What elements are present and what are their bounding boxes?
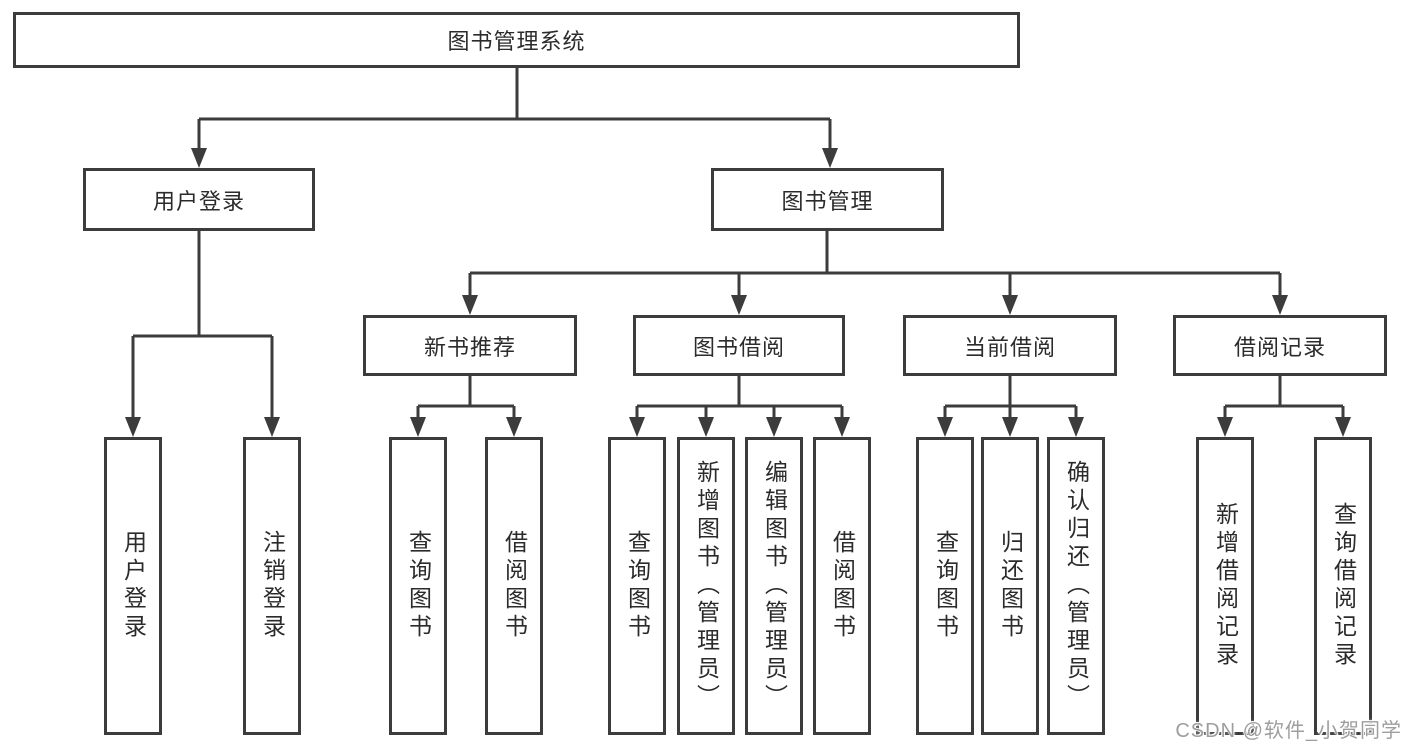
node-root: 图书管理系统 [13, 12, 1020, 68]
leaf-return-books-label: 归还图书 [997, 530, 1024, 642]
node-book-borrowing: 图书借阅 [633, 315, 845, 376]
node-current-borrowing: 当前借阅 [903, 315, 1117, 376]
node-book-borrowing-label: 图书借阅 [692, 334, 785, 360]
edge-book-borrowing-to-leaves [629, 376, 850, 437]
leaf-logout-login: 注销登录 [243, 437, 301, 735]
leaf-confirm-return-admin-label: 确认归还（管理员） [1063, 460, 1090, 712]
leaf-borrow-books-recommend: 借阅图书 [485, 437, 543, 735]
leaf-borrow-books-label: 借阅图书 [829, 530, 856, 642]
edge-current-borrowing-to-leaves [937, 376, 1084, 437]
node-book-management: 图书管理 [711, 168, 944, 231]
edge-borrowing-records-to-leaves [1217, 376, 1351, 437]
node-borrowing-records: 借阅记录 [1173, 315, 1387, 376]
leaf-query-books-recommend: 查询图书 [389, 437, 447, 735]
edge-user-login-to-leaves [125, 231, 280, 437]
node-book-management-label: 图书管理 [781, 188, 874, 214]
edge-new-book-recommendation-to-leaves [410, 376, 522, 437]
csdn-watermark: CSDN @软件_小贺同学 [1175, 720, 1402, 742]
leaf-query-books-recommend-label: 查询图书 [405, 530, 432, 642]
edge-book-management-to-level3 [462, 231, 1288, 315]
leaf-borrow-books: 借阅图书 [813, 437, 871, 735]
leaf-edit-books-admin: 编辑图书（管理员） [745, 437, 803, 735]
leaf-borrow-books-recommend-label: 借阅图书 [501, 530, 528, 642]
leaf-user-login: 用户登录 [104, 437, 162, 735]
leaf-query-books-current-label: 查询图书 [932, 530, 959, 642]
node-new-book-recommendation-label: 新书推荐 [423, 334, 516, 360]
leaf-query-borrow-record: 查询借阅记录 [1314, 437, 1372, 735]
node-new-book-recommendation: 新书推荐 [363, 315, 577, 376]
leaf-confirm-return-admin: 确认归还（管理员） [1047, 437, 1105, 735]
leaf-query-books-borrow: 查询图书 [608, 437, 666, 735]
node-borrowing-records-label: 借阅记录 [1233, 334, 1326, 360]
node-root-label: 图书管理系统 [447, 29, 586, 54]
leaf-query-borrow-record-label: 查询借阅记录 [1330, 502, 1357, 670]
leaf-add-borrow-record-label: 新增借阅记录 [1212, 502, 1239, 670]
leaf-edit-books-admin-label: 编辑图书（管理员） [761, 460, 788, 712]
leaf-add-books-admin: 新增图书（管理员） [677, 437, 735, 735]
leaf-add-books-admin-label: 新增图书（管理员） [693, 460, 720, 712]
leaf-query-books-borrow-label: 查询图书 [624, 530, 651, 642]
leaf-return-books: 归还图书 [981, 437, 1039, 735]
node-user-login-label: 用户登录 [152, 188, 245, 214]
leaf-user-login-label: 用户登录 [120, 530, 147, 642]
leaf-query-books-current: 查询图书 [916, 437, 974, 735]
node-user-login: 用户登录 [83, 168, 315, 231]
leaf-logout-login-label: 注销登录 [259, 530, 286, 642]
edge-root-to-level2 [191, 68, 838, 168]
node-current-borrowing-label: 当前借阅 [963, 334, 1056, 360]
leaf-add-borrow-record: 新增借阅记录 [1196, 437, 1254, 735]
